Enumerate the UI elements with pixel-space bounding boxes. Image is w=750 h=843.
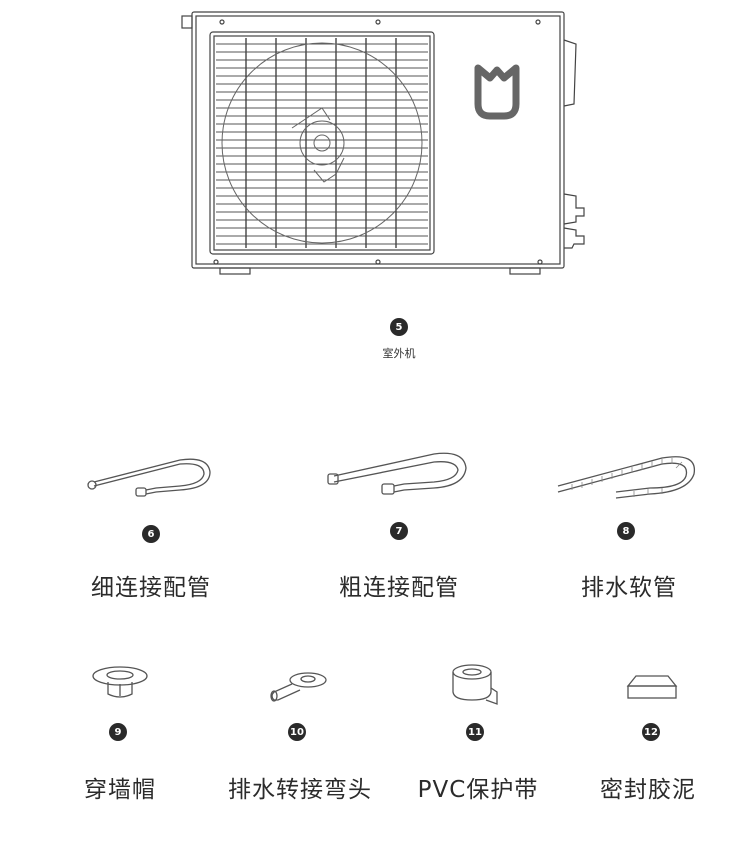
accessory-badge: 6 — [142, 525, 160, 543]
accessory-label: 密封胶泥 — [600, 777, 696, 803]
accessory-label: 穿墙帽 — [84, 777, 156, 803]
accessory-badge: 10 — [288, 723, 306, 741]
sealing-putty-icon — [626, 675, 678, 699]
pvc-tape-icon — [452, 664, 498, 705]
accessory-badge: 12 — [642, 723, 660, 741]
outdoor-unit-illustration — [181, 11, 585, 275]
thick-pipe-icon — [327, 452, 467, 495]
accessory-badge: 7 — [390, 522, 408, 540]
outdoor-unit-label: 室外机 — [382, 347, 416, 360]
mi-logo-icon — [474, 64, 520, 120]
drain-elbow-icon — [270, 672, 327, 702]
accessory-label: 排水转接弯头 — [228, 777, 372, 803]
outdoor-unit-badge: 5 — [390, 318, 408, 336]
accessory-badge: 9 — [109, 723, 127, 741]
accessory-badge: 8 — [617, 522, 635, 540]
accessory-label: PVC保护带 — [417, 777, 539, 803]
accessory-badge: 11 — [466, 723, 484, 741]
thin-pipe-icon — [87, 458, 211, 497]
wall-cap-icon — [92, 666, 148, 698]
accessory-label: 排水软管 — [581, 575, 677, 601]
accessory-label: 细连接配管 — [91, 575, 211, 601]
drain-hose-icon — [557, 456, 696, 499]
accessory-label: 粗连接配管 — [339, 575, 459, 601]
